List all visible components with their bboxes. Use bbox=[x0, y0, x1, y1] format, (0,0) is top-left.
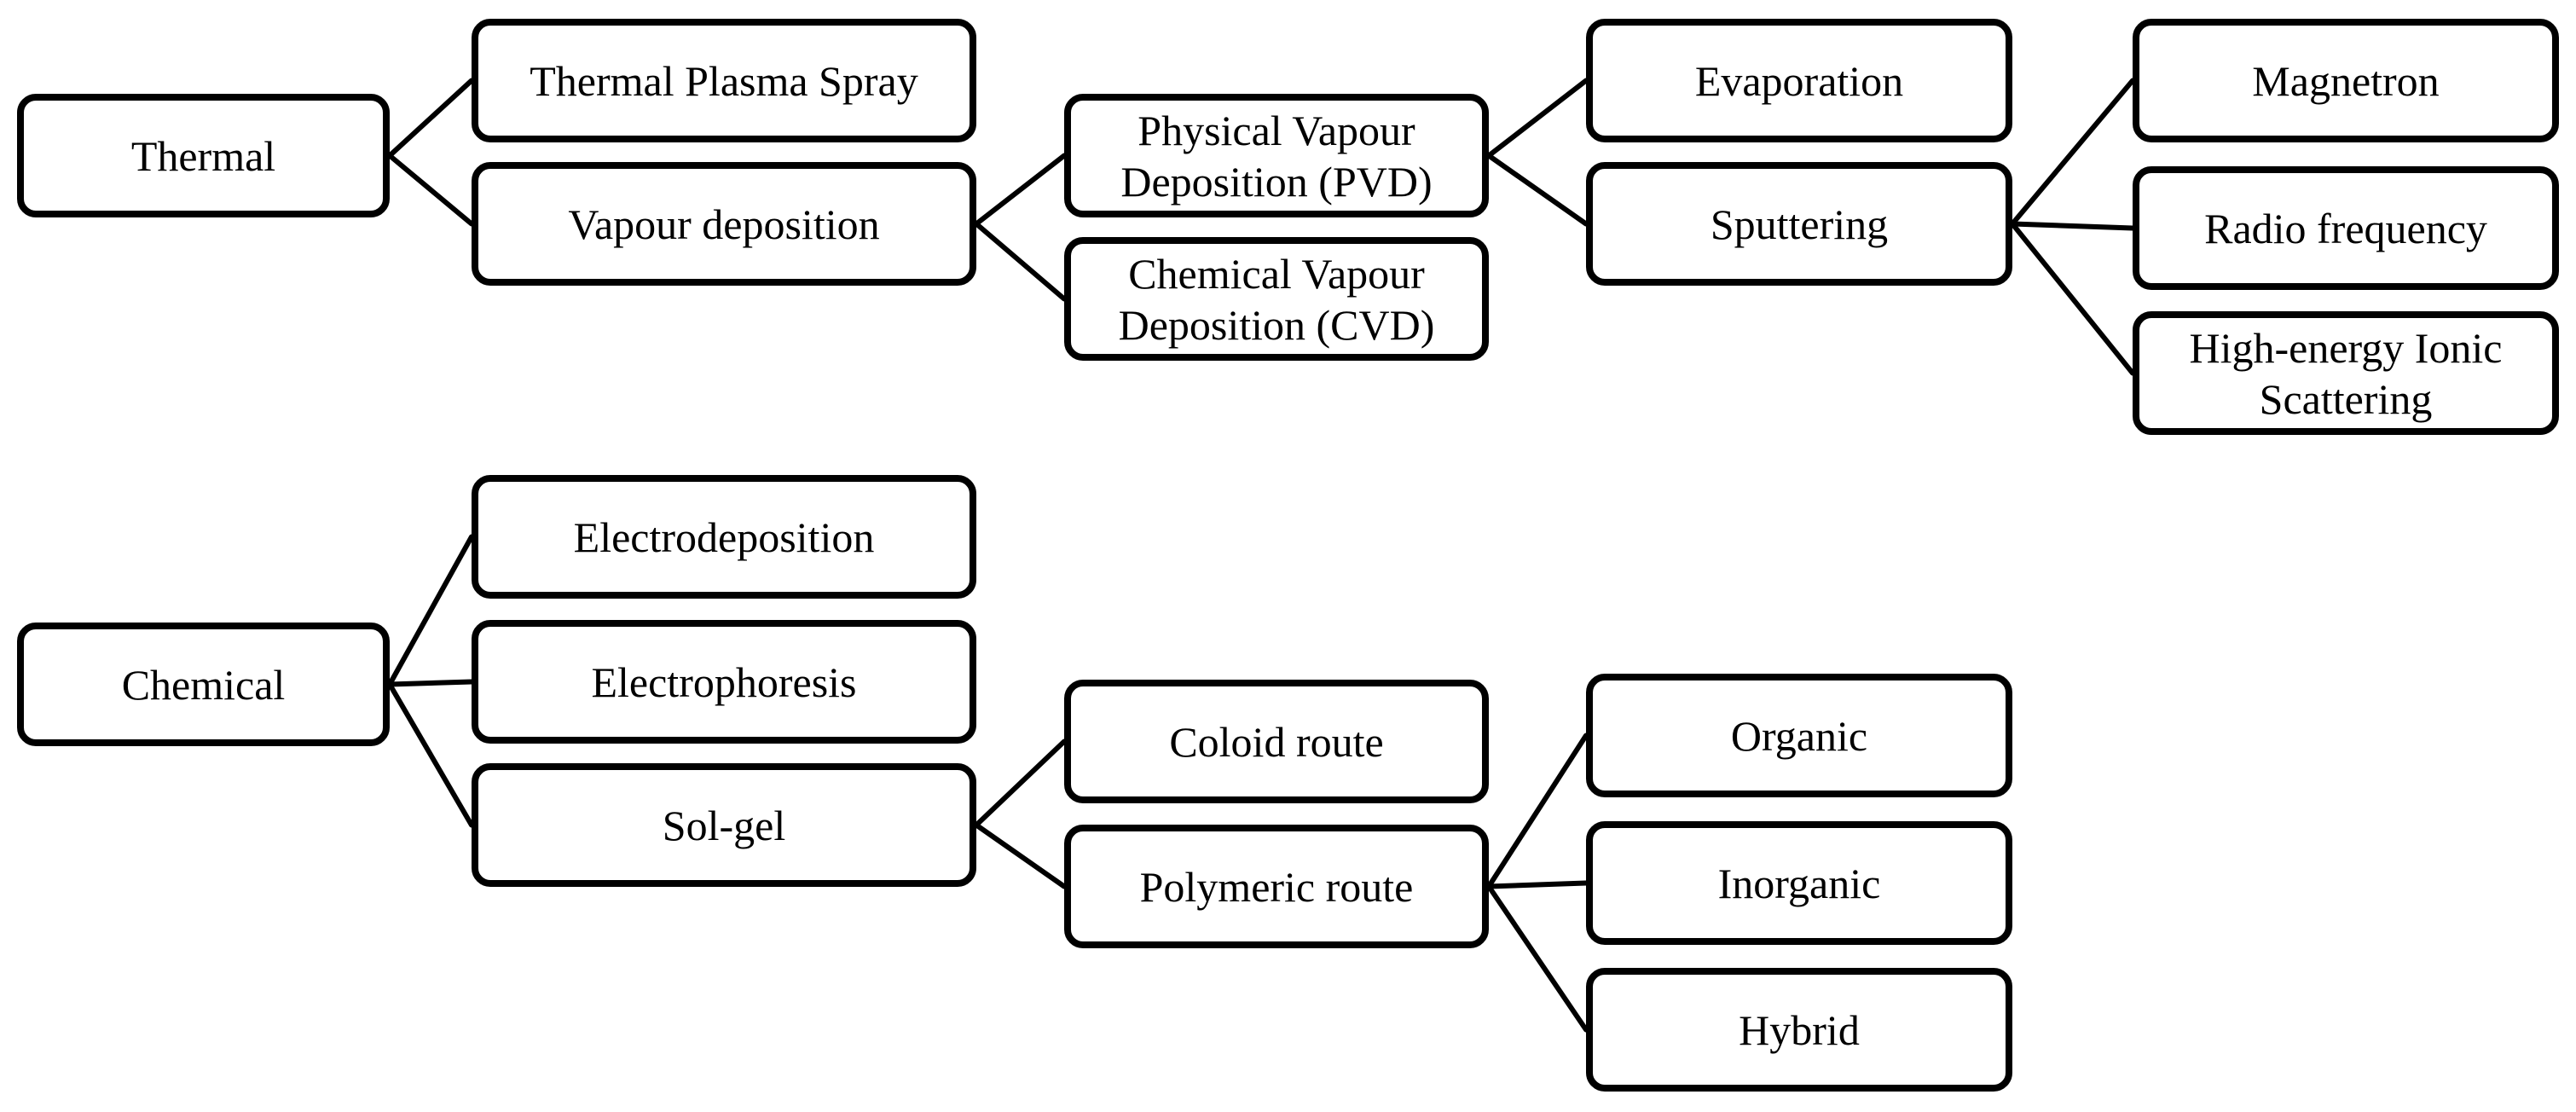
connector-vapour_deposition-to-pvd bbox=[974, 153, 1067, 227]
connector-chemical-to-sol_gel bbox=[387, 681, 474, 828]
node-coloid-route: Coloid route bbox=[1064, 680, 1489, 803]
connector-sol_gel-to-coloid_route bbox=[974, 738, 1067, 828]
node-organic: Organic bbox=[1586, 674, 2012, 797]
node-thermal-plasma-spray: Thermal Plasma Spray bbox=[472, 19, 976, 142]
node-radio-frequency: Radio frequency bbox=[2133, 166, 2559, 290]
connector-sol_gel-to-polymeric_route bbox=[974, 822, 1067, 889]
node-sol-gel: Sol-gel bbox=[472, 763, 976, 887]
connector-pvd-to-evaporation bbox=[1486, 78, 1589, 159]
node-electrophoresis: Electrophoresis bbox=[472, 620, 976, 744]
connector-sputtering-to-magnetron bbox=[2010, 78, 2135, 227]
connector-polymeric_route-to-hybrid bbox=[1486, 883, 1589, 1033]
node-vapour-deposition: Vapour deposition bbox=[472, 162, 976, 286]
connector-sputtering-to-radio_frequency bbox=[2010, 221, 2135, 231]
connector-vapour_deposition-to-cvd bbox=[974, 221, 1067, 302]
connector-chemical-to-electrodeposition bbox=[387, 534, 474, 687]
node-high-energy-ionic-scattering: High-energy Ionic Scattering bbox=[2133, 311, 2559, 435]
connector-thermal-to-vapour_deposition bbox=[387, 153, 474, 227]
node-evaporation: Evaporation bbox=[1586, 19, 2012, 142]
node-sputtering: Sputtering bbox=[1586, 162, 2012, 286]
connector-sputtering-to-high_energy_ionic bbox=[2010, 221, 2135, 376]
node-pvd: Physical Vapour Deposition (PVD) bbox=[1064, 94, 1489, 217]
connector-chemical-to-electrophoresis bbox=[387, 679, 474, 687]
connector-polymeric_route-to-organic bbox=[1486, 733, 1589, 889]
node-cvd: Chemical Vapour Deposition (CVD) bbox=[1064, 237, 1489, 361]
node-magnetron: Magnetron bbox=[2133, 19, 2559, 142]
node-chemical: Chemical bbox=[17, 623, 390, 746]
connector-thermal-to-thermal_plasma_spray bbox=[387, 78, 474, 159]
node-polymeric-route: Polymeric route bbox=[1064, 825, 1489, 948]
connector-polymeric_route-to-inorganic bbox=[1486, 880, 1589, 889]
node-thermal: Thermal bbox=[17, 94, 390, 217]
node-electrodeposition: Electrodeposition bbox=[472, 475, 976, 599]
node-inorganic: Inorganic bbox=[1586, 821, 2012, 945]
node-hybrid: Hybrid bbox=[1586, 968, 2012, 1092]
connector-pvd-to-sputtering bbox=[1486, 153, 1589, 227]
